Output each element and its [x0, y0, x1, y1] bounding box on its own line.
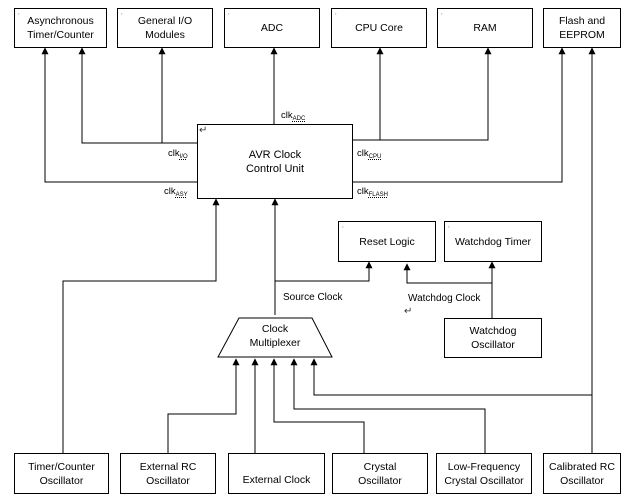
watchdog-clock-label: Watchdog Clock	[408, 293, 481, 304]
clk-asy-base: clk	[164, 186, 176, 197]
clk-flash-base: clk	[357, 186, 369, 197]
clk-io-base: clk	[168, 148, 180, 159]
clk-adc-base: clk	[281, 110, 293, 121]
clk-io-label: clkI/O	[168, 149, 188, 162]
general-io-modules-box: ,General I/O Modules	[117, 8, 213, 48]
line-clk-asy	[41, 47, 197, 183]
flash-eeprom-box: Flash and EEPROM	[543, 8, 621, 48]
line-clk-cpu	[353, 47, 384, 141]
clk-cpu-label: clkCPU	[357, 149, 381, 162]
avr-clock-control-unit-box: AVR Clock Control Unit	[197, 124, 353, 199]
line-tc-osc	[62, 198, 220, 453]
line-crystal	[270, 358, 365, 453]
reset-logic-box: ,Reset Logic	[338, 221, 436, 262]
clk-flash-label: clkFLASH	[357, 187, 388, 200]
external-clock-box: External Clock	[228, 453, 325, 494]
crystal-oscillator-label: Crystal Oscillator	[358, 460, 402, 487]
clk-adc-sub: ADC	[292, 116, 306, 122]
reset-logic-label: Reset Logic	[359, 235, 415, 248]
clk-asy-label: clkASY	[164, 187, 188, 200]
clk-io-sub: I/O	[179, 154, 188, 160]
avr-clock-control-unit-label: AVR Clock Control Unit	[245, 148, 305, 175]
clock-multiplexer-label: Clock Multiplexer	[249, 323, 301, 349]
watchdog-oscillator-label: Watchdog Oscillator	[469, 325, 517, 351]
calibrated-rc-oscillator-label: Calibrated RC Oscillator	[549, 460, 615, 487]
external-rc-oscillator-label: External RC Oscillator	[139, 460, 197, 487]
flash-eeprom-label: Flash and EEPROM	[558, 15, 606, 41]
adc-label: ADC	[260, 22, 284, 34]
general-io-modules-label: General I/O Modules	[137, 15, 193, 41]
clk-cpu-base: clk	[357, 148, 369, 159]
cpu-core-label: CPU Core	[355, 22, 403, 34]
low-frequency-crystal-oscillator-label: Low-Frequency Crystal Oscillator	[444, 460, 524, 487]
line-clk-cpu-ram	[380, 47, 492, 141]
async-timer-counter-box: ,Asynchronous Timer/Counter	[14, 8, 107, 48]
watchdog-timer-box: ,Watchdog Timer	[444, 221, 542, 262]
source-clock-label: Source Clock	[283, 292, 343, 303]
ram-label: RAM	[473, 22, 497, 34]
external-rc-oscillator-box: External RC Oscillator	[120, 453, 216, 494]
ram-box: ,RAM	[437, 8, 533, 48]
clk-flash-sub: FLASH	[368, 192, 388, 198]
calibrated-rc-oscillator-box: Calibrated RC Oscillator	[543, 453, 621, 494]
crystal-oscillator-box: Crystal Oscillator	[332, 453, 428, 494]
line-wd-clock-to-reset	[403, 263, 492, 284]
low-frequency-crystal-oscillator-box: Low-Frequency Crystal Oscillator	[436, 453, 532, 494]
async-timer-counter-label: Asynchronous Timer/Counter	[27, 15, 94, 41]
return-mark-icon: ↵	[404, 306, 413, 317]
clock-multiplexer-shape	[217, 317, 333, 358]
timer-counter-oscillator-label: Timer/Counter Oscillator	[28, 460, 95, 487]
line-clk-io	[78, 47, 197, 144]
clk-adc-label: clkADC	[281, 111, 305, 124]
clk-cpu-sub: CPU	[368, 154, 382, 160]
external-clock-label: External Clock	[242, 473, 311, 486]
watchdog-oscillator-box: Watchdog Oscillator	[444, 318, 542, 358]
line-ext-rc	[167, 358, 240, 453]
adc-box: ,ADC	[224, 8, 320, 48]
cpu-core-box: ,CPU Core	[331, 8, 427, 48]
line-cal-rc	[310, 358, 592, 396]
line-source-to-reset	[275, 261, 373, 282]
line-clk-flash	[353, 47, 566, 183]
timer-counter-oscillator-box: Timer/Counter Oscillator	[14, 453, 109, 494]
clk-asy-sub: ASY	[175, 192, 188, 198]
line-lf-crystal	[290, 358, 486, 453]
watchdog-timer-label: Watchdog Timer	[454, 235, 532, 248]
return-mark-icon: ↵	[199, 125, 208, 136]
